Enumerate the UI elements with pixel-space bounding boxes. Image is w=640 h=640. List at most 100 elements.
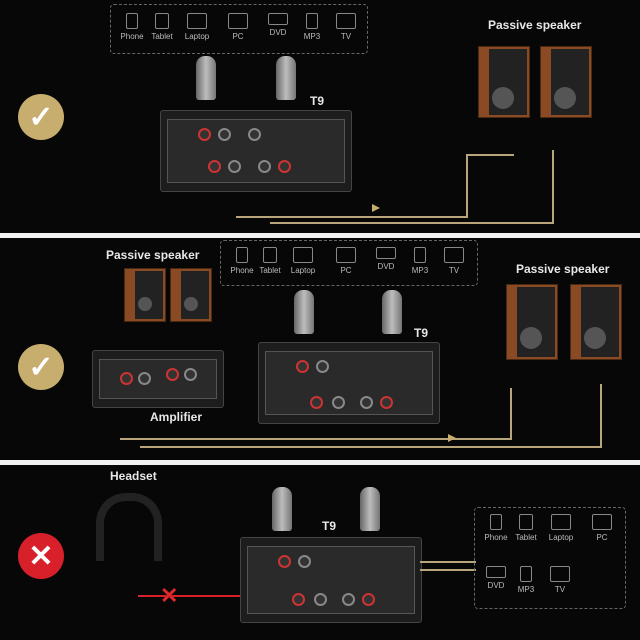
device-laptop: Laptop	[181, 13, 213, 41]
device-phone: Phone	[117, 13, 147, 41]
speaker-left	[124, 268, 166, 322]
dvd-icon	[376, 247, 396, 259]
device-box-2: Phone Tablet Laptop PC DVD MP3 TV	[220, 240, 478, 286]
t9-amplifier	[258, 342, 440, 424]
speaker-left	[478, 46, 530, 118]
device-mp3: MP3	[513, 566, 539, 594]
device-laptop: Laptop	[545, 514, 577, 542]
speaker-face	[551, 49, 589, 115]
tablet-icon	[519, 514, 533, 530]
port	[184, 368, 197, 381]
port	[218, 128, 231, 141]
port	[248, 128, 261, 141]
amplifier-label: Amplifier	[150, 410, 203, 424]
tv-icon	[550, 566, 570, 582]
model-label: T9	[322, 519, 337, 533]
port	[292, 593, 305, 606]
device-box-1: Phone Tablet Laptop PC DVD MP3 TV	[110, 4, 368, 54]
phone-icon	[126, 13, 138, 29]
t9-amplifier	[240, 537, 422, 623]
speaker-cable	[466, 154, 468, 218]
dvd-icon	[268, 13, 288, 25]
speaker-face	[581, 287, 619, 357]
tube-right	[382, 290, 402, 334]
divider	[0, 233, 640, 238]
phone-icon	[236, 247, 248, 263]
port	[314, 593, 327, 606]
speaker-cone	[492, 87, 514, 109]
tablet-icon	[263, 247, 277, 263]
speaker-cable	[120, 438, 510, 440]
speaker-right	[570, 284, 622, 360]
mp3-icon	[306, 13, 318, 29]
cross-icon: ✕	[18, 533, 64, 579]
amp-face	[265, 351, 433, 415]
port	[198, 128, 211, 141]
port	[208, 160, 221, 173]
phone-icon	[490, 514, 502, 530]
panel-2: ✓ Passive speaker Phone Tablet Laptop PC…	[0, 238, 640, 460]
pc-icon	[592, 514, 612, 530]
port	[332, 396, 345, 409]
device-pc: PC	[333, 247, 359, 275]
port	[278, 160, 291, 173]
device-tablet: Tablet	[511, 514, 541, 542]
tube-right	[276, 56, 296, 100]
port	[278, 555, 291, 568]
speaker-cone	[184, 297, 198, 311]
passive-speaker-right-label: Passive speaker	[516, 262, 610, 276]
speaker-cable	[140, 446, 600, 448]
divider	[0, 460, 640, 465]
device-tv: TV	[331, 13, 361, 41]
device-pc: PC	[589, 514, 615, 542]
check-icon: ✓	[18, 344, 64, 390]
tv-icon	[336, 13, 356, 29]
dvd-icon	[486, 566, 506, 578]
arrow-icon	[448, 434, 456, 442]
speaker-cone	[520, 327, 542, 349]
device-tablet: Tablet	[255, 247, 285, 275]
port	[296, 360, 309, 373]
t9-amplifier	[160, 110, 352, 192]
port	[120, 372, 133, 385]
amp-face	[247, 546, 415, 614]
tablet-icon	[155, 13, 169, 29]
device-mp3: MP3	[299, 13, 325, 41]
port	[316, 360, 329, 373]
pc-icon	[336, 247, 356, 263]
device-laptop: Laptop	[287, 247, 319, 275]
mp3-icon	[414, 247, 426, 263]
port	[342, 593, 355, 606]
model-label: T9	[414, 326, 429, 340]
panel-3: ✕ Headset ✕ T9 Phone Tablet Laptop PC DV…	[0, 465, 640, 640]
tv-icon	[444, 247, 464, 263]
speaker-cone	[554, 87, 576, 109]
port	[138, 372, 151, 385]
tube-left	[196, 56, 216, 100]
headset-icon	[96, 493, 162, 561]
headset-label: Headset	[110, 469, 157, 483]
laptop-icon	[187, 13, 207, 29]
device-pc: PC	[225, 13, 251, 41]
tube-left	[272, 487, 292, 531]
device-phone: Phone	[481, 514, 511, 542]
speaker-face	[135, 271, 163, 319]
input-cable	[420, 569, 476, 571]
passive-speaker-label: Passive speaker	[488, 18, 582, 32]
device-mp3: MP3	[407, 247, 433, 275]
device-tablet: Tablet	[147, 13, 177, 41]
port	[310, 396, 323, 409]
speaker-face	[181, 271, 209, 319]
speaker-cable	[552, 150, 554, 224]
pc-icon	[228, 13, 248, 29]
panel-1: ✓ Phone Tablet Laptop PC DVD MP3 TV T9 P…	[0, 0, 640, 232]
laptop-icon	[551, 514, 571, 530]
arrow-icon	[372, 204, 380, 212]
speaker-cable	[600, 384, 602, 448]
device-dvd: DVD	[263, 13, 293, 37]
input-cable	[420, 561, 476, 563]
device-tv: TV	[439, 247, 469, 275]
speaker-cone	[138, 297, 152, 311]
speaker-right	[540, 46, 592, 118]
amp-face	[99, 359, 217, 399]
